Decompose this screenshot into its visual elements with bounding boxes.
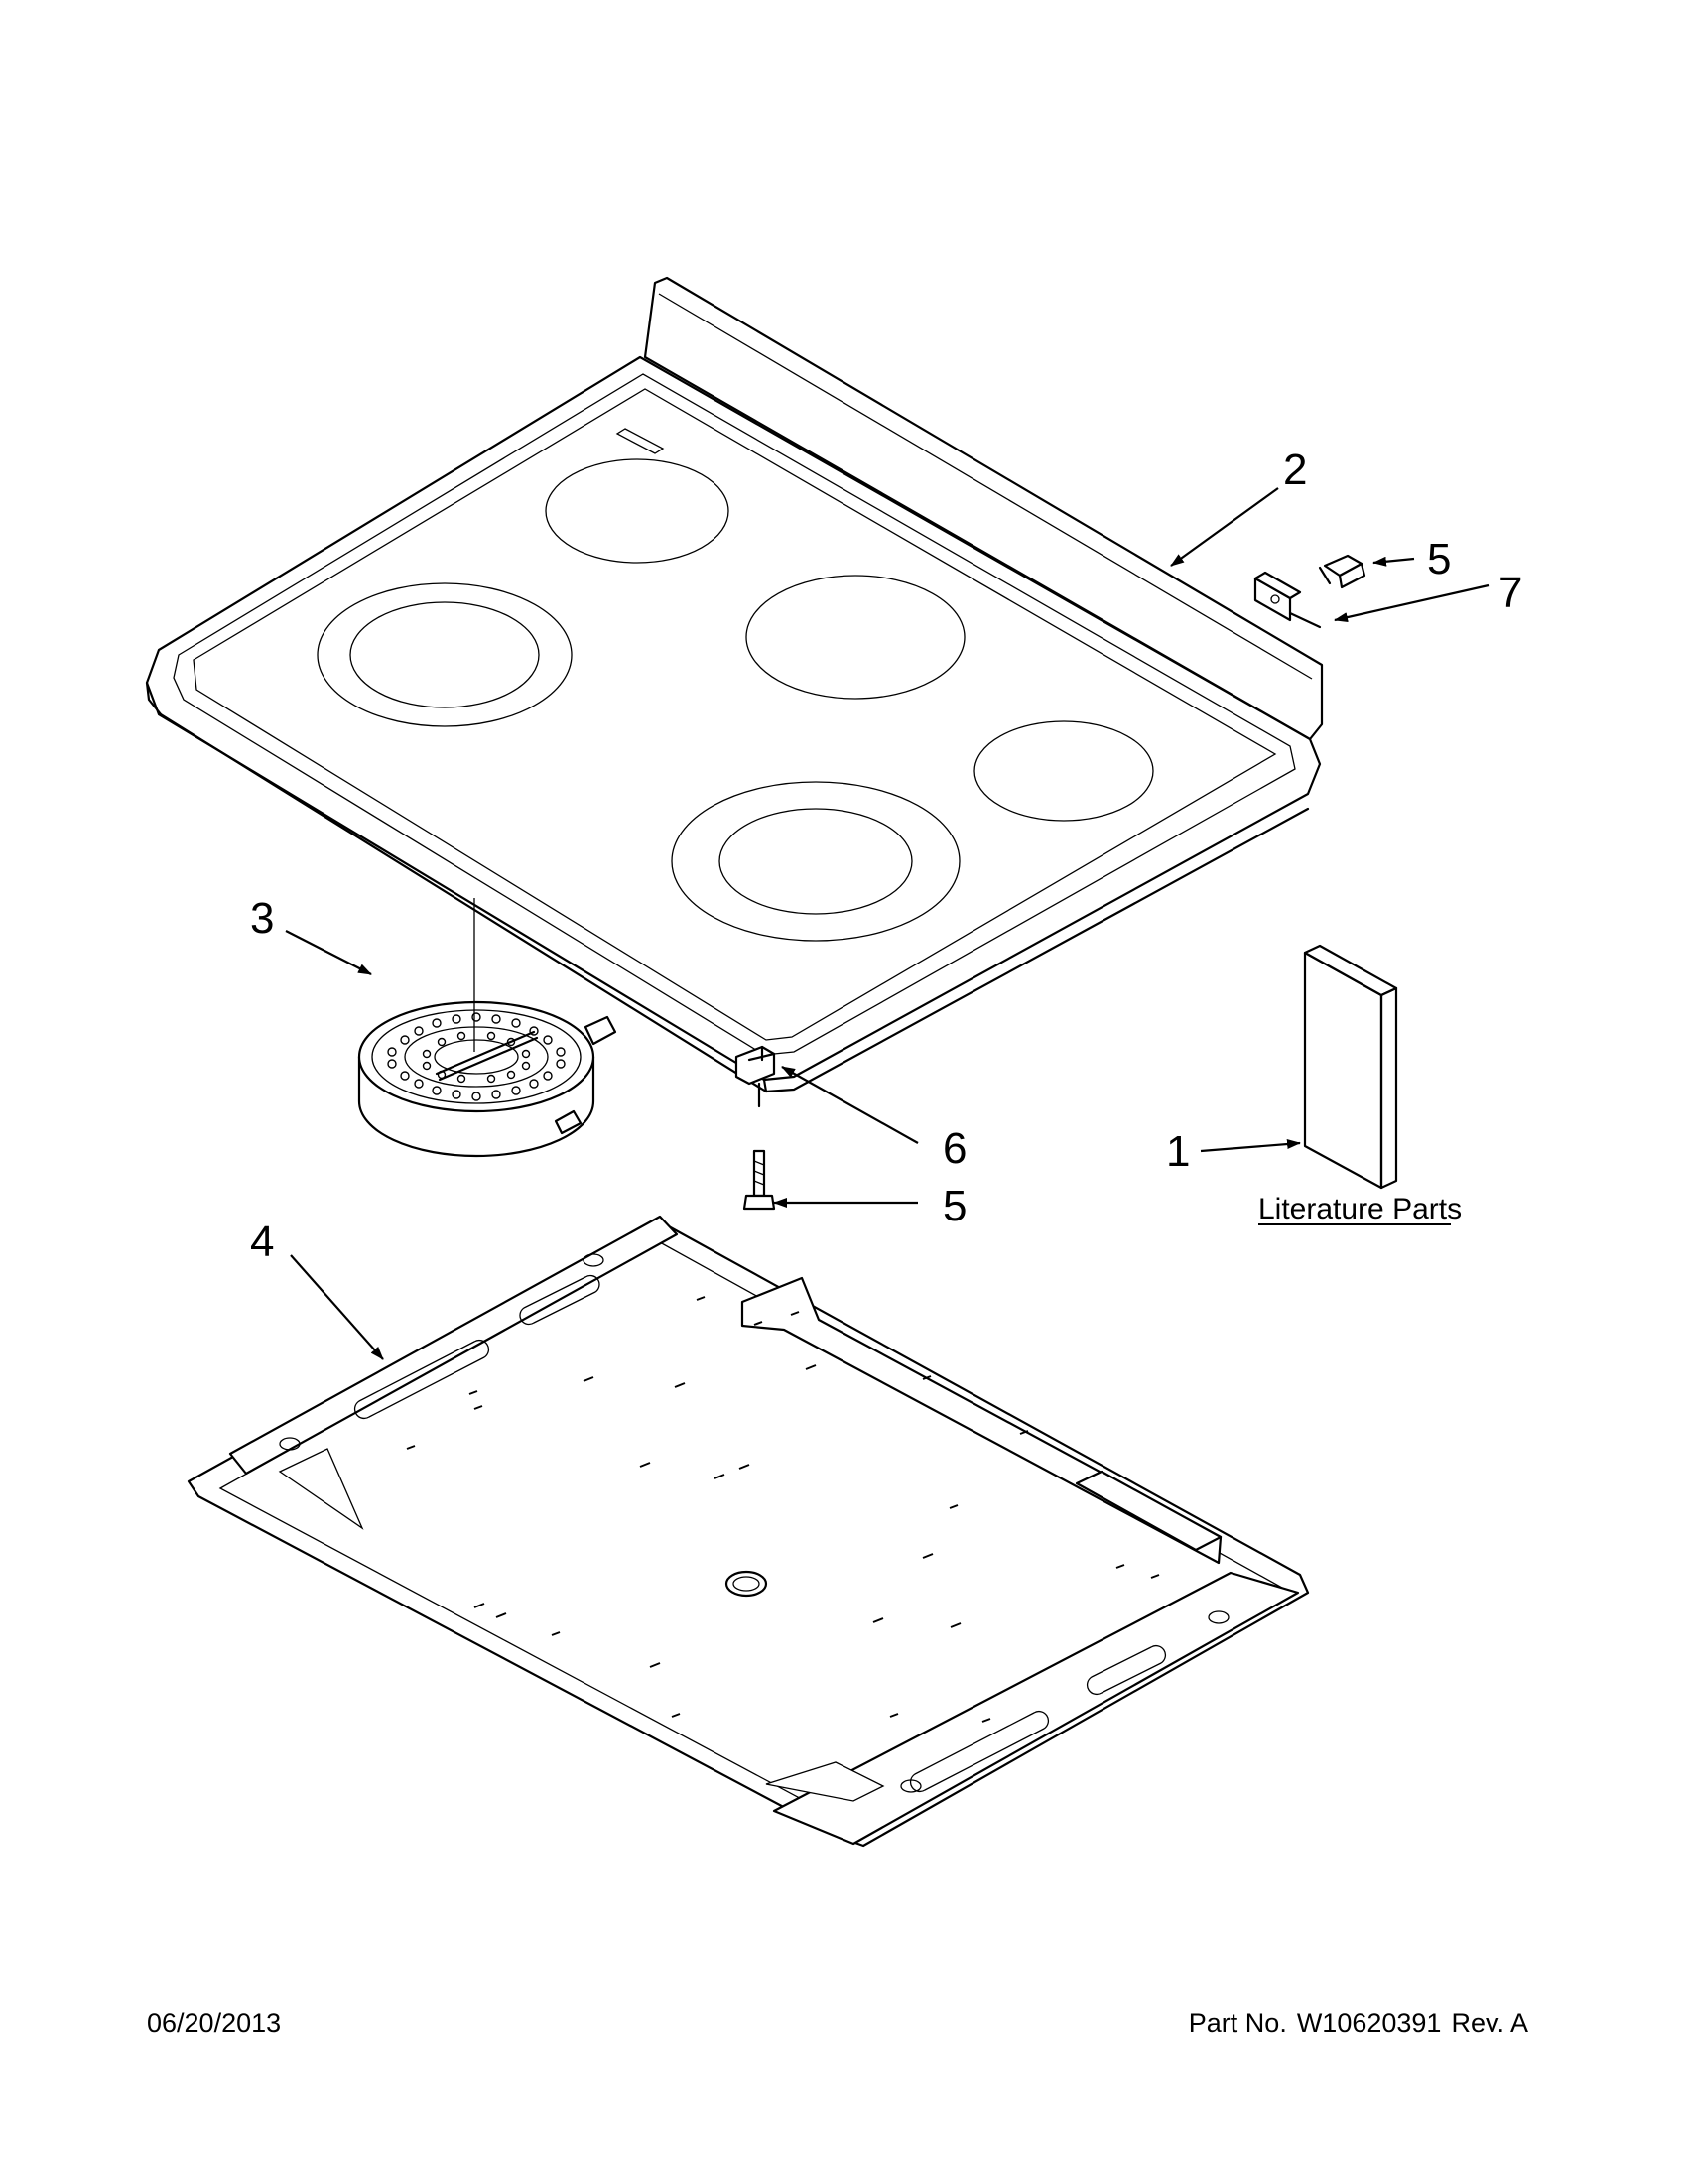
literature-booklet-part-1 — [1303, 944, 1398, 1190]
literature-parts-label: Literature Parts — [1258, 1193, 1462, 1225]
radiant-element-part-3 — [357, 898, 617, 1158]
cooktop-main-top — [145, 276, 1324, 1093]
support-pan-part-4 — [187, 1215, 1310, 1848]
clip-part-6 — [734, 1045, 776, 1108]
callout-5-lower: 5 — [943, 1182, 967, 1230]
screw-part-5-lower — [742, 1149, 776, 1211]
part-prefix: Part No. — [1188, 2008, 1287, 2038]
leader-lines — [285, 487, 1490, 1360]
screw-part-5-upper — [1318, 554, 1366, 589]
callout-3: 3 — [250, 894, 274, 943]
footer-date: 06/20/2013 — [147, 2008, 282, 2038]
part-number: W10620391 — [1296, 2008, 1442, 2038]
bracket-part-7 — [1253, 571, 1322, 629]
callout-6: 6 — [943, 1124, 967, 1173]
callout-2: 2 — [1283, 446, 1307, 494]
callout-5-upper: 5 — [1427, 535, 1451, 583]
footer-part-number: Part No. W10620391 Rev. A — [1179, 2008, 1528, 2039]
callout-7: 7 — [1498, 569, 1522, 617]
part-revision: Rev. A — [1451, 2008, 1528, 2038]
callout-4: 4 — [250, 1218, 274, 1266]
callout-1: 1 — [1166, 1127, 1190, 1176]
